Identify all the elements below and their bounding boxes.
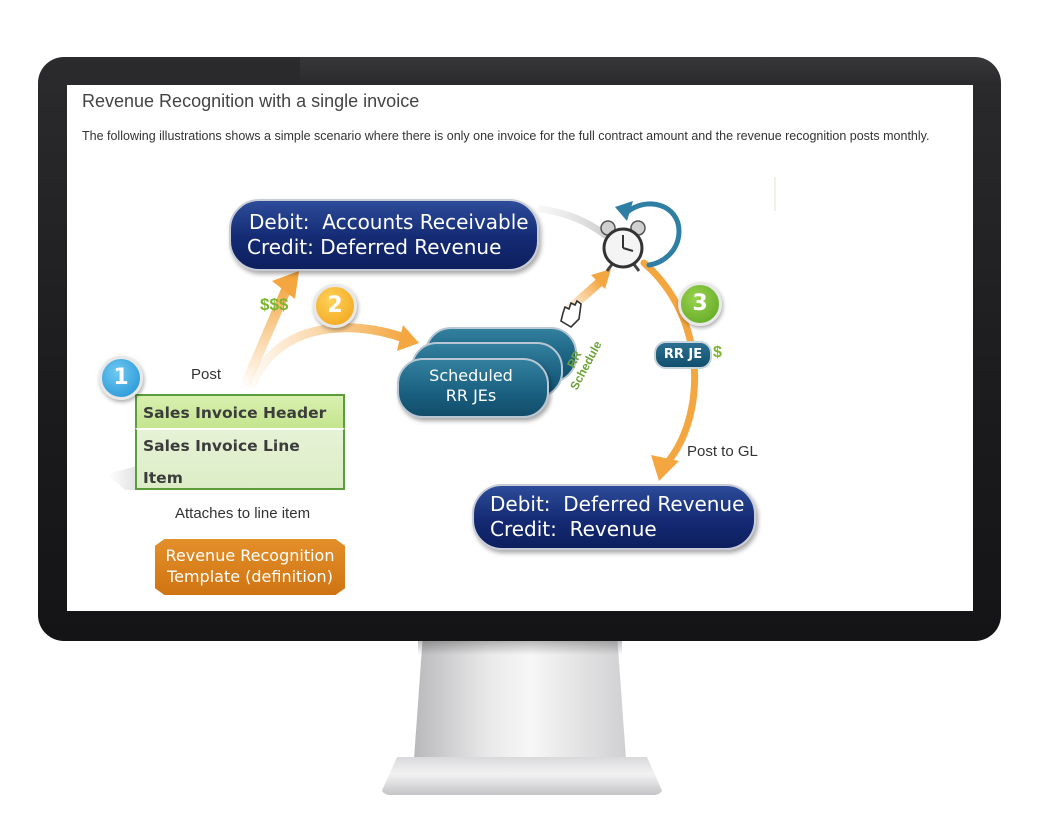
ar-entry-credit: Credit: Deferred Revenue <box>247 235 502 259</box>
monitor-screen: Revenue Recognition with a single invoic… <box>67 85 973 611</box>
rr-je-badge: RR JE <box>654 341 712 369</box>
page-title: Revenue Recognition with a single invoic… <box>82 91 420 111</box>
arrow-head-schedule <box>397 325 419 351</box>
dollars-label: $$$ <box>260 295 289 314</box>
arrow-post-to-schedule <box>248 323 412 388</box>
scheduled-label-line1: Scheduled <box>429 366 513 385</box>
arrow-post-to-ar <box>242 278 294 386</box>
scheduled-stack-front <box>397 358 549 418</box>
arrow-head-clock <box>591 269 611 289</box>
attaches-label: Attaches to line item <box>175 505 311 522</box>
step-2-badge: 2 <box>313 284 357 328</box>
sales-invoice-line-item: Sales Invoice Line Item <box>135 428 345 490</box>
hand-cursor-icon <box>560 299 582 329</box>
template-line1: Revenue Recognition <box>165 546 335 565</box>
arrow-head-gl <box>651 455 679 481</box>
sales-invoice-header: Sales Invoice Header <box>135 394 345 428</box>
scheduled-label-line2: RR JEs <box>445 386 497 405</box>
arrow-ar-to-clock <box>537 205 609 239</box>
ar-entry-debit: Debit: Accounts Receivable <box>249 210 529 234</box>
arrow-head-ar <box>272 271 299 299</box>
revenue-recognition-template: Revenue Recognition Template (definition… <box>155 539 345 595</box>
page-description: The following illustrations shows a simp… <box>82 129 930 143</box>
step-1-badge: 1 <box>99 356 143 400</box>
revenue-entry-debit: Debit: Deferred Revenue <box>490 492 745 516</box>
revenue-recognition-diagram: Sales Invoice Header Sales Invoice Line … <box>67 85 973 611</box>
monitor-stand-neck <box>414 641 626 759</box>
monitor-stand-shadow <box>418 641 622 655</box>
post-label: Post <box>191 366 222 383</box>
revenue-entry-credit: Credit: Revenue <box>490 517 657 541</box>
alarm-clock-icon <box>600 220 646 272</box>
monitor-stand-base <box>380 757 664 795</box>
cycle-arrow-icon <box>623 201 682 268</box>
deferred-revenue-entry: Debit: Deferred Revenue Credit: Revenue <box>472 484 756 550</box>
post-to-gl-label: Post to GL <box>687 443 758 460</box>
template-line2: Template (definition) <box>167 567 333 586</box>
ar-deferred-entry: Debit: Accounts Receivable Credit: Defer… <box>229 199 539 271</box>
dollar-label: $ <box>713 344 722 361</box>
step-3-badge: 3 <box>678 282 722 326</box>
